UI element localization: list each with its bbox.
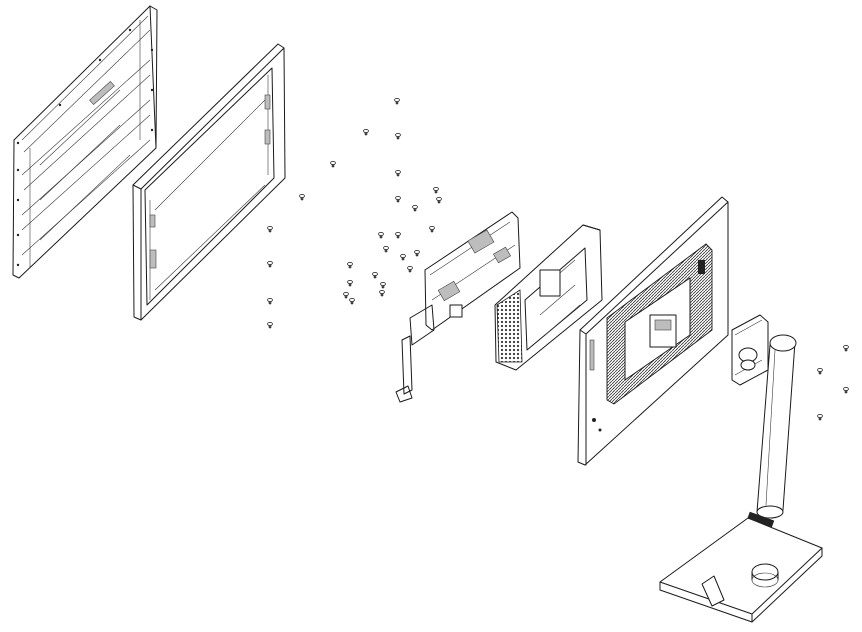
screw-icon xyxy=(330,160,336,168)
screw-icon xyxy=(843,386,849,394)
screw-icon xyxy=(347,261,353,269)
screw-icon xyxy=(380,281,386,289)
mounting-screws xyxy=(267,98,442,329)
screw-icon xyxy=(436,196,442,204)
screw-icon xyxy=(267,297,273,305)
screw-icon xyxy=(414,249,420,257)
screw-icon xyxy=(395,195,401,203)
screw-icon xyxy=(400,253,406,261)
screw-icon xyxy=(372,271,378,279)
screw-icon xyxy=(267,260,273,268)
screw-icon xyxy=(412,204,418,212)
screw-icon xyxy=(299,193,305,201)
screw-icon xyxy=(433,186,439,194)
main-board xyxy=(395,211,521,403)
screw-icon xyxy=(383,245,389,253)
screw-icon xyxy=(817,367,823,375)
screw-icon xyxy=(394,98,400,105)
screw-icon xyxy=(395,169,401,177)
screw-icon xyxy=(378,231,384,239)
rear-cover xyxy=(577,196,729,466)
power-board-bracket xyxy=(494,224,603,371)
screw-icon xyxy=(343,291,349,299)
back-panel-shield xyxy=(12,5,158,279)
screw-icon xyxy=(817,413,823,421)
screw-icon xyxy=(363,128,369,136)
stand-base xyxy=(659,511,823,623)
middle-frame xyxy=(132,43,286,321)
screw-icon xyxy=(843,344,849,352)
screw-icon xyxy=(429,225,435,233)
screw-icon xyxy=(395,132,401,140)
screw-icon xyxy=(379,289,385,297)
stand-screws xyxy=(817,344,849,421)
stand-neck xyxy=(731,314,797,519)
screw-icon xyxy=(395,231,401,239)
screw-icon xyxy=(267,321,273,329)
screw-icon xyxy=(349,297,355,305)
screw-icon xyxy=(347,279,353,287)
screw-icon xyxy=(267,225,273,233)
screw-icon xyxy=(407,265,413,273)
